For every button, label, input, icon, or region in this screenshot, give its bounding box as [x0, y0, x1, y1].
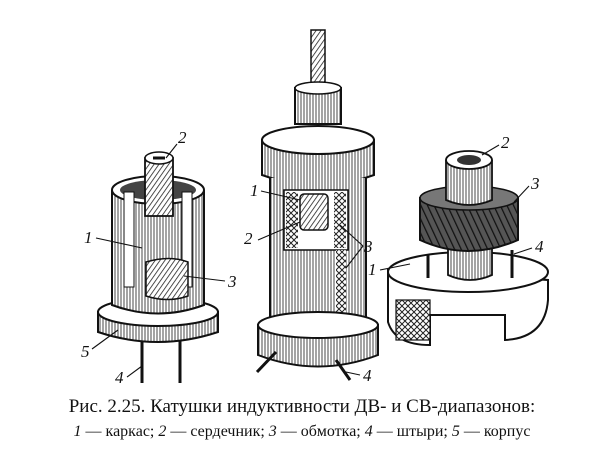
label-coil3-frame: 1	[368, 260, 377, 279]
label-coil3-pins: 4	[535, 237, 544, 256]
label-coil3-core: 2	[501, 133, 510, 152]
label-coil1-core: 2	[178, 128, 187, 147]
legend-text-4: — штыри;	[372, 423, 452, 440]
label-coil1-pins: 4	[115, 368, 124, 387]
coils-illustration: 2 1 3 5 4 1 2 3 4 2 3 4 1	[81, 29, 549, 387]
label-coil2-frame: 1	[250, 181, 259, 200]
legend-num-5: 5	[451, 423, 460, 440]
coil-left	[97, 151, 219, 383]
label-coil1-winding: 3	[227, 272, 237, 291]
legend-num-1: 1	[73, 423, 82, 440]
legend-num-2: 2	[158, 423, 167, 440]
legend-text-1: — каркас;	[81, 423, 159, 440]
caption-title: Рис. 2.25. Катушки индуктивности ДВ- и С…	[68, 396, 536, 417]
caption-legend: 1 — каркас; 2 — сердечник; 3 — обмотка; …	[0, 420, 604, 444]
leader-lines	[91, 143, 533, 378]
legend-text-3: — обмотка;	[276, 423, 365, 440]
legend-text-5: — корпус	[459, 423, 531, 440]
label-coil2-winding: 3	[363, 237, 373, 256]
label-coil1-corpus: 5	[81, 342, 90, 361]
coil-middle	[255, 29, 379, 381]
label-coil2-core: 2	[244, 229, 253, 248]
legend-text-2: — сердечник;	[166, 423, 269, 440]
label-coil1-frame: 1	[84, 228, 93, 247]
figure-caption: Рис. 2.25. Катушки индуктивности ДВ- и С…	[0, 396, 604, 444]
label-coil3-winding: 3	[530, 174, 540, 193]
legend-num-3: 3	[268, 423, 277, 440]
legend-num-4: 4	[364, 423, 373, 440]
label-coil2-pins: 4	[363, 366, 372, 385]
coil-right	[387, 150, 549, 347]
